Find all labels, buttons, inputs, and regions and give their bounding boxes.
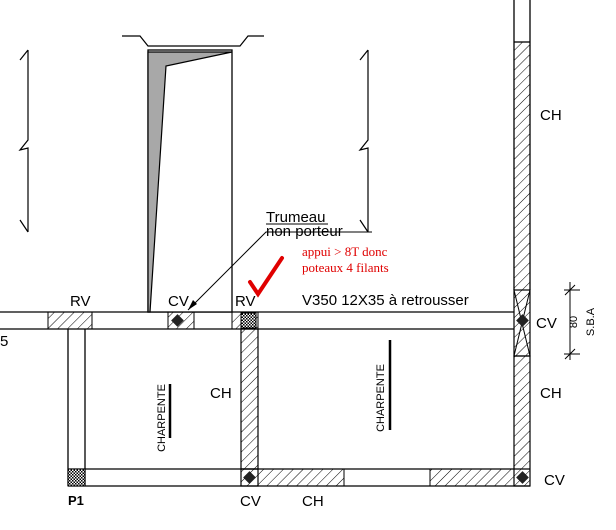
label-rv-left: RV (70, 293, 91, 310)
label-sba: S.B.A (585, 307, 597, 336)
middle-wall (240, 328, 259, 487)
dimension-80 (564, 282, 580, 360)
red-check-mark (248, 256, 284, 298)
label-ch-center: CH (210, 385, 232, 402)
label-trumeau: Trumeau (266, 209, 325, 226)
left-post (67, 329, 86, 487)
label-charpente-left: CHARPENTE (156, 384, 168, 452)
label-beam-note: V350 12X35 à retrousser (302, 292, 469, 309)
label-cv-mid: CV (168, 293, 189, 310)
label-p1: P1 (68, 493, 84, 508)
label-ch-top-right: CH (540, 107, 562, 124)
label-cv-right: CV (536, 315, 557, 332)
top-beam (0, 311, 514, 330)
trumeau-arrowhead (188, 300, 197, 310)
label-non-porteur: non porteur (266, 223, 343, 240)
label-dim-80: 80 (568, 316, 580, 328)
label-charpente-right: CHARPENTE (375, 364, 387, 432)
trumeau-element (122, 35, 264, 313)
break-lines (18, 49, 369, 233)
label-ch-right-mid: CH (540, 385, 562, 402)
bottom-beam (68, 468, 530, 487)
right-wall-lower (513, 355, 531, 487)
label-edge-5: 5 (0, 333, 8, 350)
label-cv-bottom-mid: CV (240, 493, 261, 510)
trumeau-leader (187, 231, 372, 311)
right-wall-upper (513, 0, 531, 291)
annotation-line2: poteaux 4 filants (302, 260, 389, 275)
label-ch-bottom: CH (302, 493, 324, 510)
label-cv-bottom-right: CV (544, 472, 565, 489)
label-rv-mid: RV (235, 293, 256, 310)
annotation-line1: appui > 8T donc (302, 244, 388, 259)
